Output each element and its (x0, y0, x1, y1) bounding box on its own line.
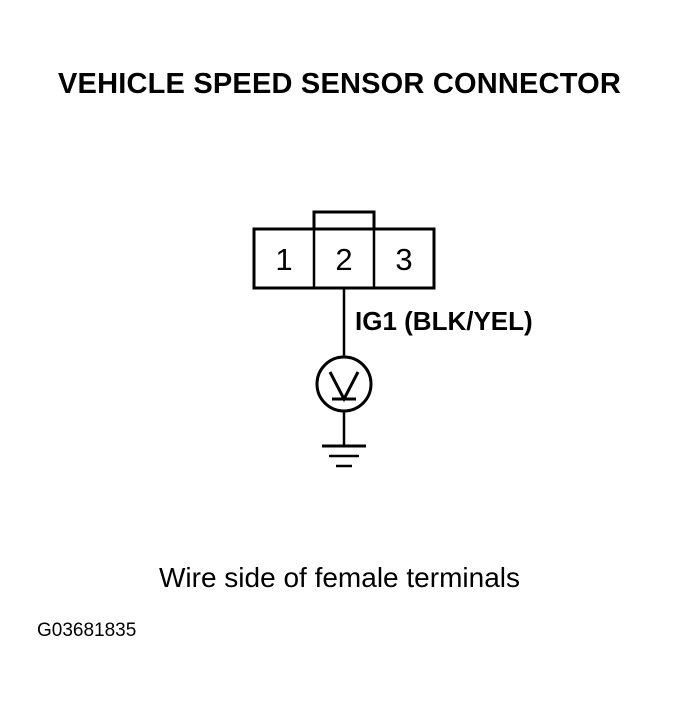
diagram-title: VEHICLE SPEED SENSOR CONNECTOR (57, 68, 621, 100)
wire-label: IG1 (BLK/YEL) (355, 306, 533, 336)
figure-id: G03681835 (37, 620, 137, 641)
terminal-3: 3 (395, 242, 412, 277)
connector-body (252, 227, 436, 290)
voltmeter-icon (315, 355, 373, 413)
connector-lock-tab (312, 210, 376, 231)
terminal-2: 2 (335, 242, 352, 277)
terminal-1: 1 (275, 242, 292, 277)
ground-icon (322, 444, 366, 468)
diagram-caption: Wire side of female terminals (158, 562, 520, 593)
